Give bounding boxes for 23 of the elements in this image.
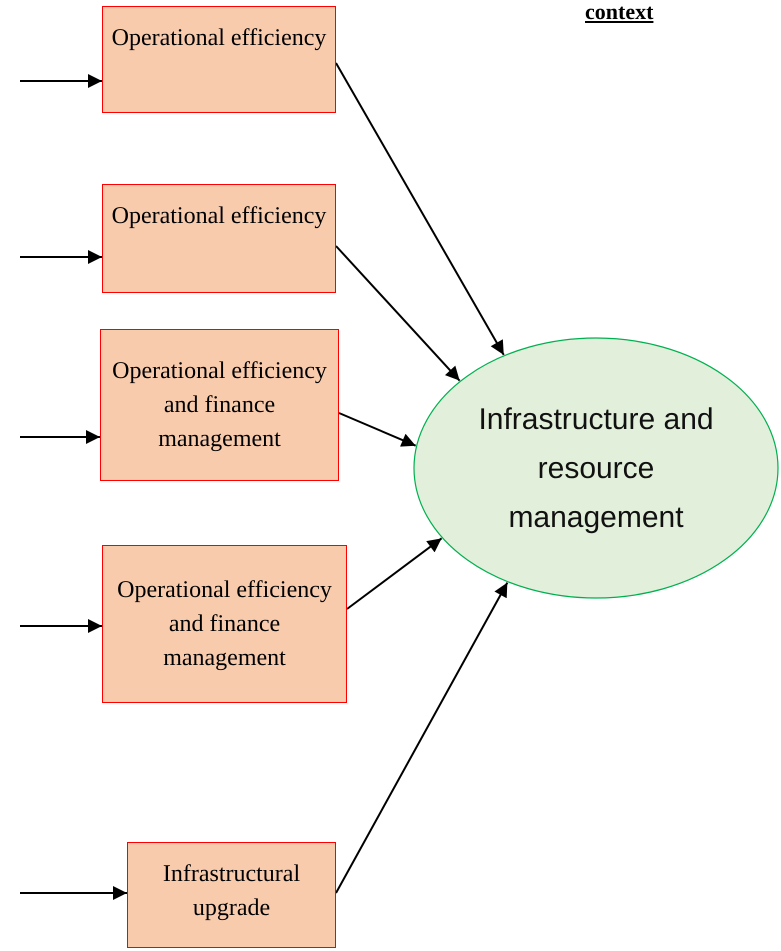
arrow	[338, 412, 416, 447]
ellipse-label: Infrastructure and resource management	[477, 402, 715, 536]
factor-box	[102, 545, 347, 703]
box-label: Operational efficiency and finance management	[111, 357, 328, 454]
box-label: Infrastructural upgrade	[162, 860, 302, 923]
arrow	[335, 582, 508, 894]
arrow	[346, 538, 442, 610]
arrow	[20, 250, 102, 264]
factor-box	[102, 184, 336, 293]
box-label: Operational efficiency and finance management	[116, 576, 333, 673]
arrow	[335, 245, 460, 382]
box-label: Operational efficiency	[112, 24, 326, 53]
arrow	[335, 62, 505, 356]
arrow	[20, 74, 102, 88]
arrow	[20, 430, 100, 444]
goal-ellipse	[413, 337, 779, 599]
box-label: Operational efficiency	[112, 202, 326, 231]
factor-box	[100, 329, 339, 481]
heading-text: context	[585, 0, 654, 24]
factor-box	[102, 6, 336, 113]
arrow	[20, 619, 102, 633]
factor-box	[127, 842, 336, 948]
arrow	[20, 886, 127, 900]
